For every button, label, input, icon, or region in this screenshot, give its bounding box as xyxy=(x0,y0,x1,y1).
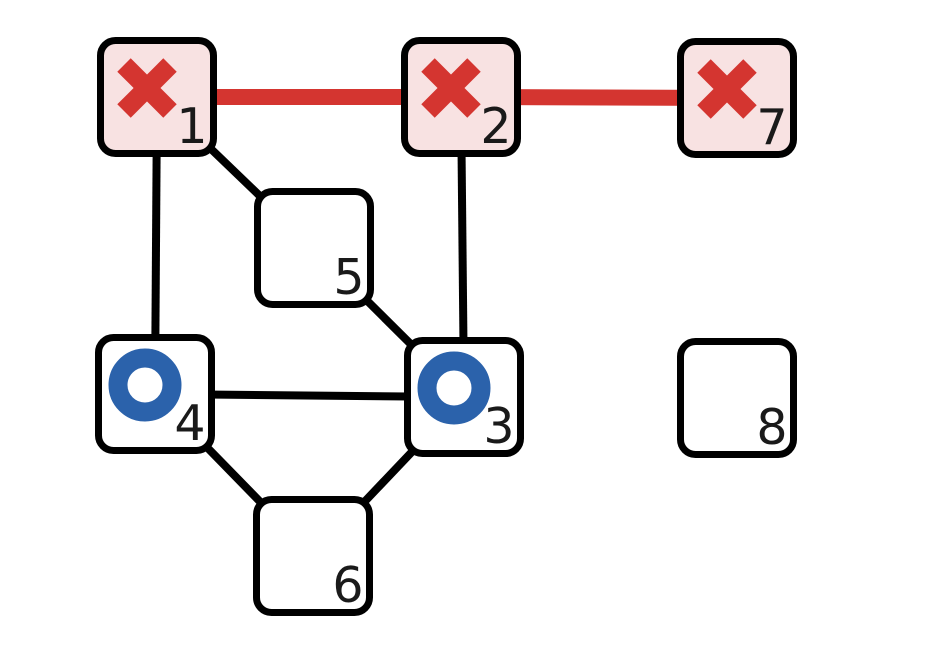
node-3[interactable]: 3 xyxy=(404,337,524,457)
node-label: 1 xyxy=(176,98,207,155)
node-1[interactable]: 1 xyxy=(97,37,217,157)
node-label: 6 xyxy=(332,557,363,614)
x-icon-stroke xyxy=(421,58,481,118)
node-6-box xyxy=(253,496,373,616)
node-label: 2 xyxy=(480,98,511,155)
node-2[interactable]: 2 xyxy=(401,37,521,157)
node-4[interactable]: 4 xyxy=(95,334,215,454)
node-label: 5 xyxy=(333,249,364,306)
node-5-box xyxy=(254,188,374,308)
node-label: 4 xyxy=(174,395,205,452)
x-icon xyxy=(117,58,177,118)
node-7[interactable]: 7 xyxy=(677,38,797,158)
node-label: 7 xyxy=(756,99,787,156)
node-5[interactable]: 5 xyxy=(254,188,374,308)
node-8-box xyxy=(677,338,797,458)
o-icon xyxy=(108,348,182,422)
o-icon xyxy=(417,351,491,425)
x-icon-stroke xyxy=(117,58,177,118)
node-label: 8 xyxy=(756,399,787,456)
x-icon xyxy=(421,58,481,118)
node-8[interactable]: 8 xyxy=(677,338,797,458)
x-icon-stroke xyxy=(697,59,757,119)
node-label: 3 xyxy=(483,398,514,455)
x-icon xyxy=(697,59,757,119)
node-6[interactable]: 6 xyxy=(253,496,373,616)
